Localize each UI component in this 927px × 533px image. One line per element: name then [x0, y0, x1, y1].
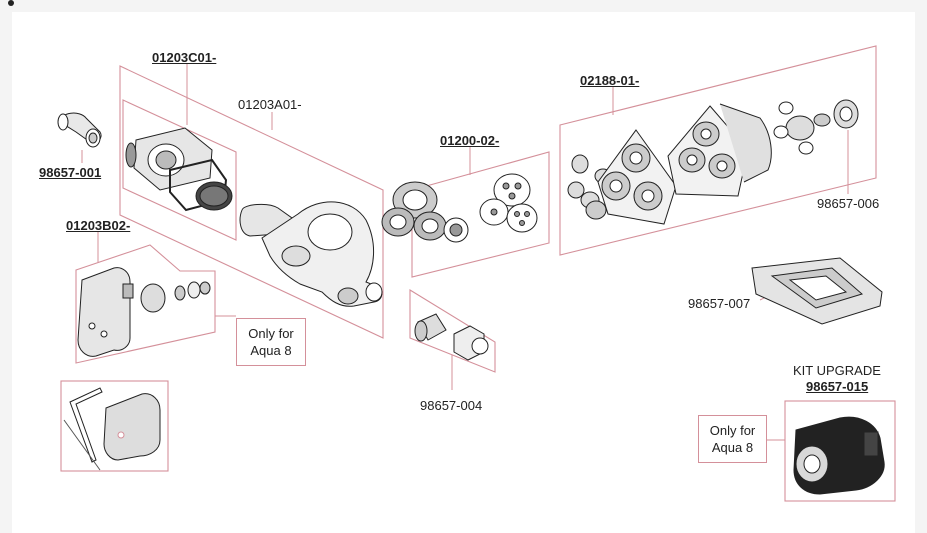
label-98657-006: 98657-006 — [817, 196, 880, 211]
label-01203A01: 01203A01- — [238, 97, 302, 112]
label-01203C01: 01203C01- — [152, 50, 217, 65]
label-01200-02: 01200-02- — [440, 133, 500, 148]
label-98657-004: 98657-004 — [420, 398, 483, 413]
note-line-2: Aqua 8 — [711, 440, 754, 455]
nut-fitting-part — [453, 325, 489, 361]
label-01203B02: 01203B02- — [66, 218, 131, 233]
allen-wrench-part — [63, 387, 161, 471]
motor-cover-part — [77, 267, 134, 357]
bearing-part — [833, 99, 859, 129]
frame-01203B02 — [75, 244, 216, 364]
label-kit-upgrade-title: KIT UPGRADE — [793, 363, 881, 378]
valve-plate-part — [597, 129, 677, 225]
label-kit-upgrade-code: 98657-015 — [806, 379, 869, 394]
label-02188-01: 02188-01- — [580, 73, 640, 88]
filter-disc-part — [195, 181, 233, 211]
note-only-for-aqua8-right: Only for Aqua 8 — [698, 415, 767, 463]
wobble-plate-part — [773, 101, 831, 155]
label-98657-001: 98657-001 — [39, 165, 102, 180]
pump-housing-part — [239, 201, 383, 307]
valve-assembly-part — [381, 181, 469, 243]
frame-wrench-detail — [60, 380, 169, 472]
note-only-for-aqua8-left: Only for Aqua 8 — [236, 318, 306, 366]
frame-01203A01 — [119, 65, 384, 339]
elbow-fitting-part — [57, 112, 102, 148]
hose-barb-part — [414, 313, 447, 342]
frame-98657-004 — [409, 289, 496, 373]
pump-head-part — [667, 103, 772, 197]
frame-kit-upgrade — [784, 400, 896, 502]
note-line-2: Aqua 8 — [250, 343, 292, 358]
mounting-base-part — [751, 257, 883, 325]
kit-upgrade-pump-part — [793, 416, 885, 495]
corner-marker-icon — [8, 0, 14, 6]
seal-disc-part — [140, 283, 166, 313]
shaft-seals-part — [174, 281, 211, 301]
frame-02188-01 — [559, 45, 877, 256]
frame-01203C01 — [122, 99, 237, 241]
note-line-1: Only for — [709, 423, 756, 438]
diaphragm-discs-part — [479, 173, 538, 233]
note-line-1: Only for — [248, 326, 294, 341]
frame-01200-02 — [411, 151, 550, 278]
label-98657-007: 98657-007 — [688, 296, 751, 311]
